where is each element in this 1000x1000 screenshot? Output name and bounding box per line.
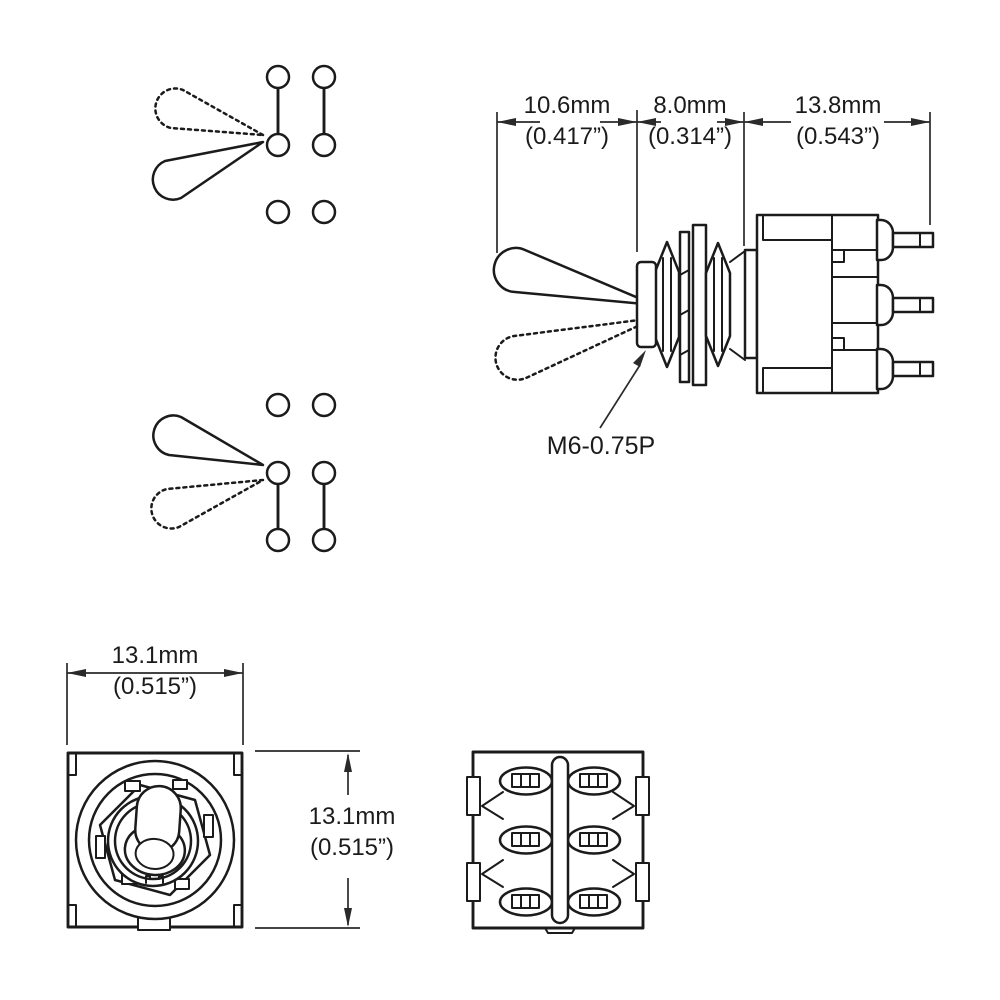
lock-washer — [678, 230, 691, 384]
front-toggle-lever — [123, 784, 187, 877]
contact-pin — [311, 392, 337, 418]
dimension-imperial: (0.314”) — [647, 123, 733, 150]
lever-up-dashed — [154, 87, 265, 137]
lever-up-solid — [152, 414, 265, 467]
hex-nut-1 — [653, 240, 681, 369]
contact-pin — [265, 199, 291, 225]
dimension-lever-length: 10.6mm (0.417”) — [486, 90, 648, 152]
switch-body — [755, 213, 880, 395]
lever-down-solid — [151, 140, 265, 201]
contact-pin — [311, 460, 337, 486]
side-view-dimensions — [496, 110, 931, 253]
dimension-metric: 13.8mm — [794, 92, 882, 119]
thread-label-leader — [599, 350, 646, 429]
dimension-body-width: 13.1mm (0.515”) — [74, 640, 236, 702]
contact-pin — [265, 392, 291, 418]
dimension-imperial: (0.515”) — [112, 673, 198, 700]
front-view — [66, 751, 244, 931]
bottom-index-tab — [544, 927, 576, 934]
contact-pin — [265, 64, 291, 90]
dimension-imperial: (0.515”) — [309, 834, 395, 861]
dimension-metric: 8.0mm — [653, 92, 727, 119]
lever-down-dashed — [150, 478, 265, 530]
dimension-body-height: 13.1mm (0.515”) — [271, 801, 433, 863]
contact-pin — [265, 460, 291, 486]
mounting-flange — [743, 248, 759, 360]
dimension-metric: 13.1mm — [111, 642, 199, 669]
contact-pin — [265, 132, 291, 158]
hex-nut-2 — [704, 241, 732, 368]
front-view-dimensions — [66, 663, 360, 929]
keyway-notch — [145, 875, 164, 884]
terminal-2 — [875, 283, 935, 327]
schematic-position-2 — [150, 392, 337, 553]
thread-spec-label: M6-0.75P — [546, 432, 656, 460]
contact-pin — [265, 527, 291, 553]
threaded-bushing — [635, 260, 658, 349]
flat-washer — [691, 223, 708, 387]
terminal-3 — [875, 347, 935, 391]
side-lever-dashed — [494, 316, 657, 381]
contact-pin — [311, 64, 337, 90]
side-view — [492, 213, 935, 395]
dimension-imperial: (0.417”) — [524, 123, 610, 150]
contact-pin — [311, 199, 337, 225]
dimension-body-length: 13.8mm (0.543”) — [757, 90, 919, 152]
schematic-position-1 — [151, 64, 337, 225]
dimension-metric: 10.6mm — [523, 92, 611, 119]
side-lever-solid — [492, 246, 657, 307]
center-actuator-bar — [550, 755, 570, 925]
contact-pin — [311, 132, 337, 158]
terminal-1 — [875, 218, 935, 262]
dimension-metric: 13.1mm — [308, 803, 396, 830]
bottom-view — [466, 750, 650, 934]
dimension-bushing-length: 8.0mm (0.314”) — [609, 90, 771, 152]
dimension-imperial: (0.543”) — [795, 123, 881, 150]
contact-pin — [311, 527, 337, 553]
